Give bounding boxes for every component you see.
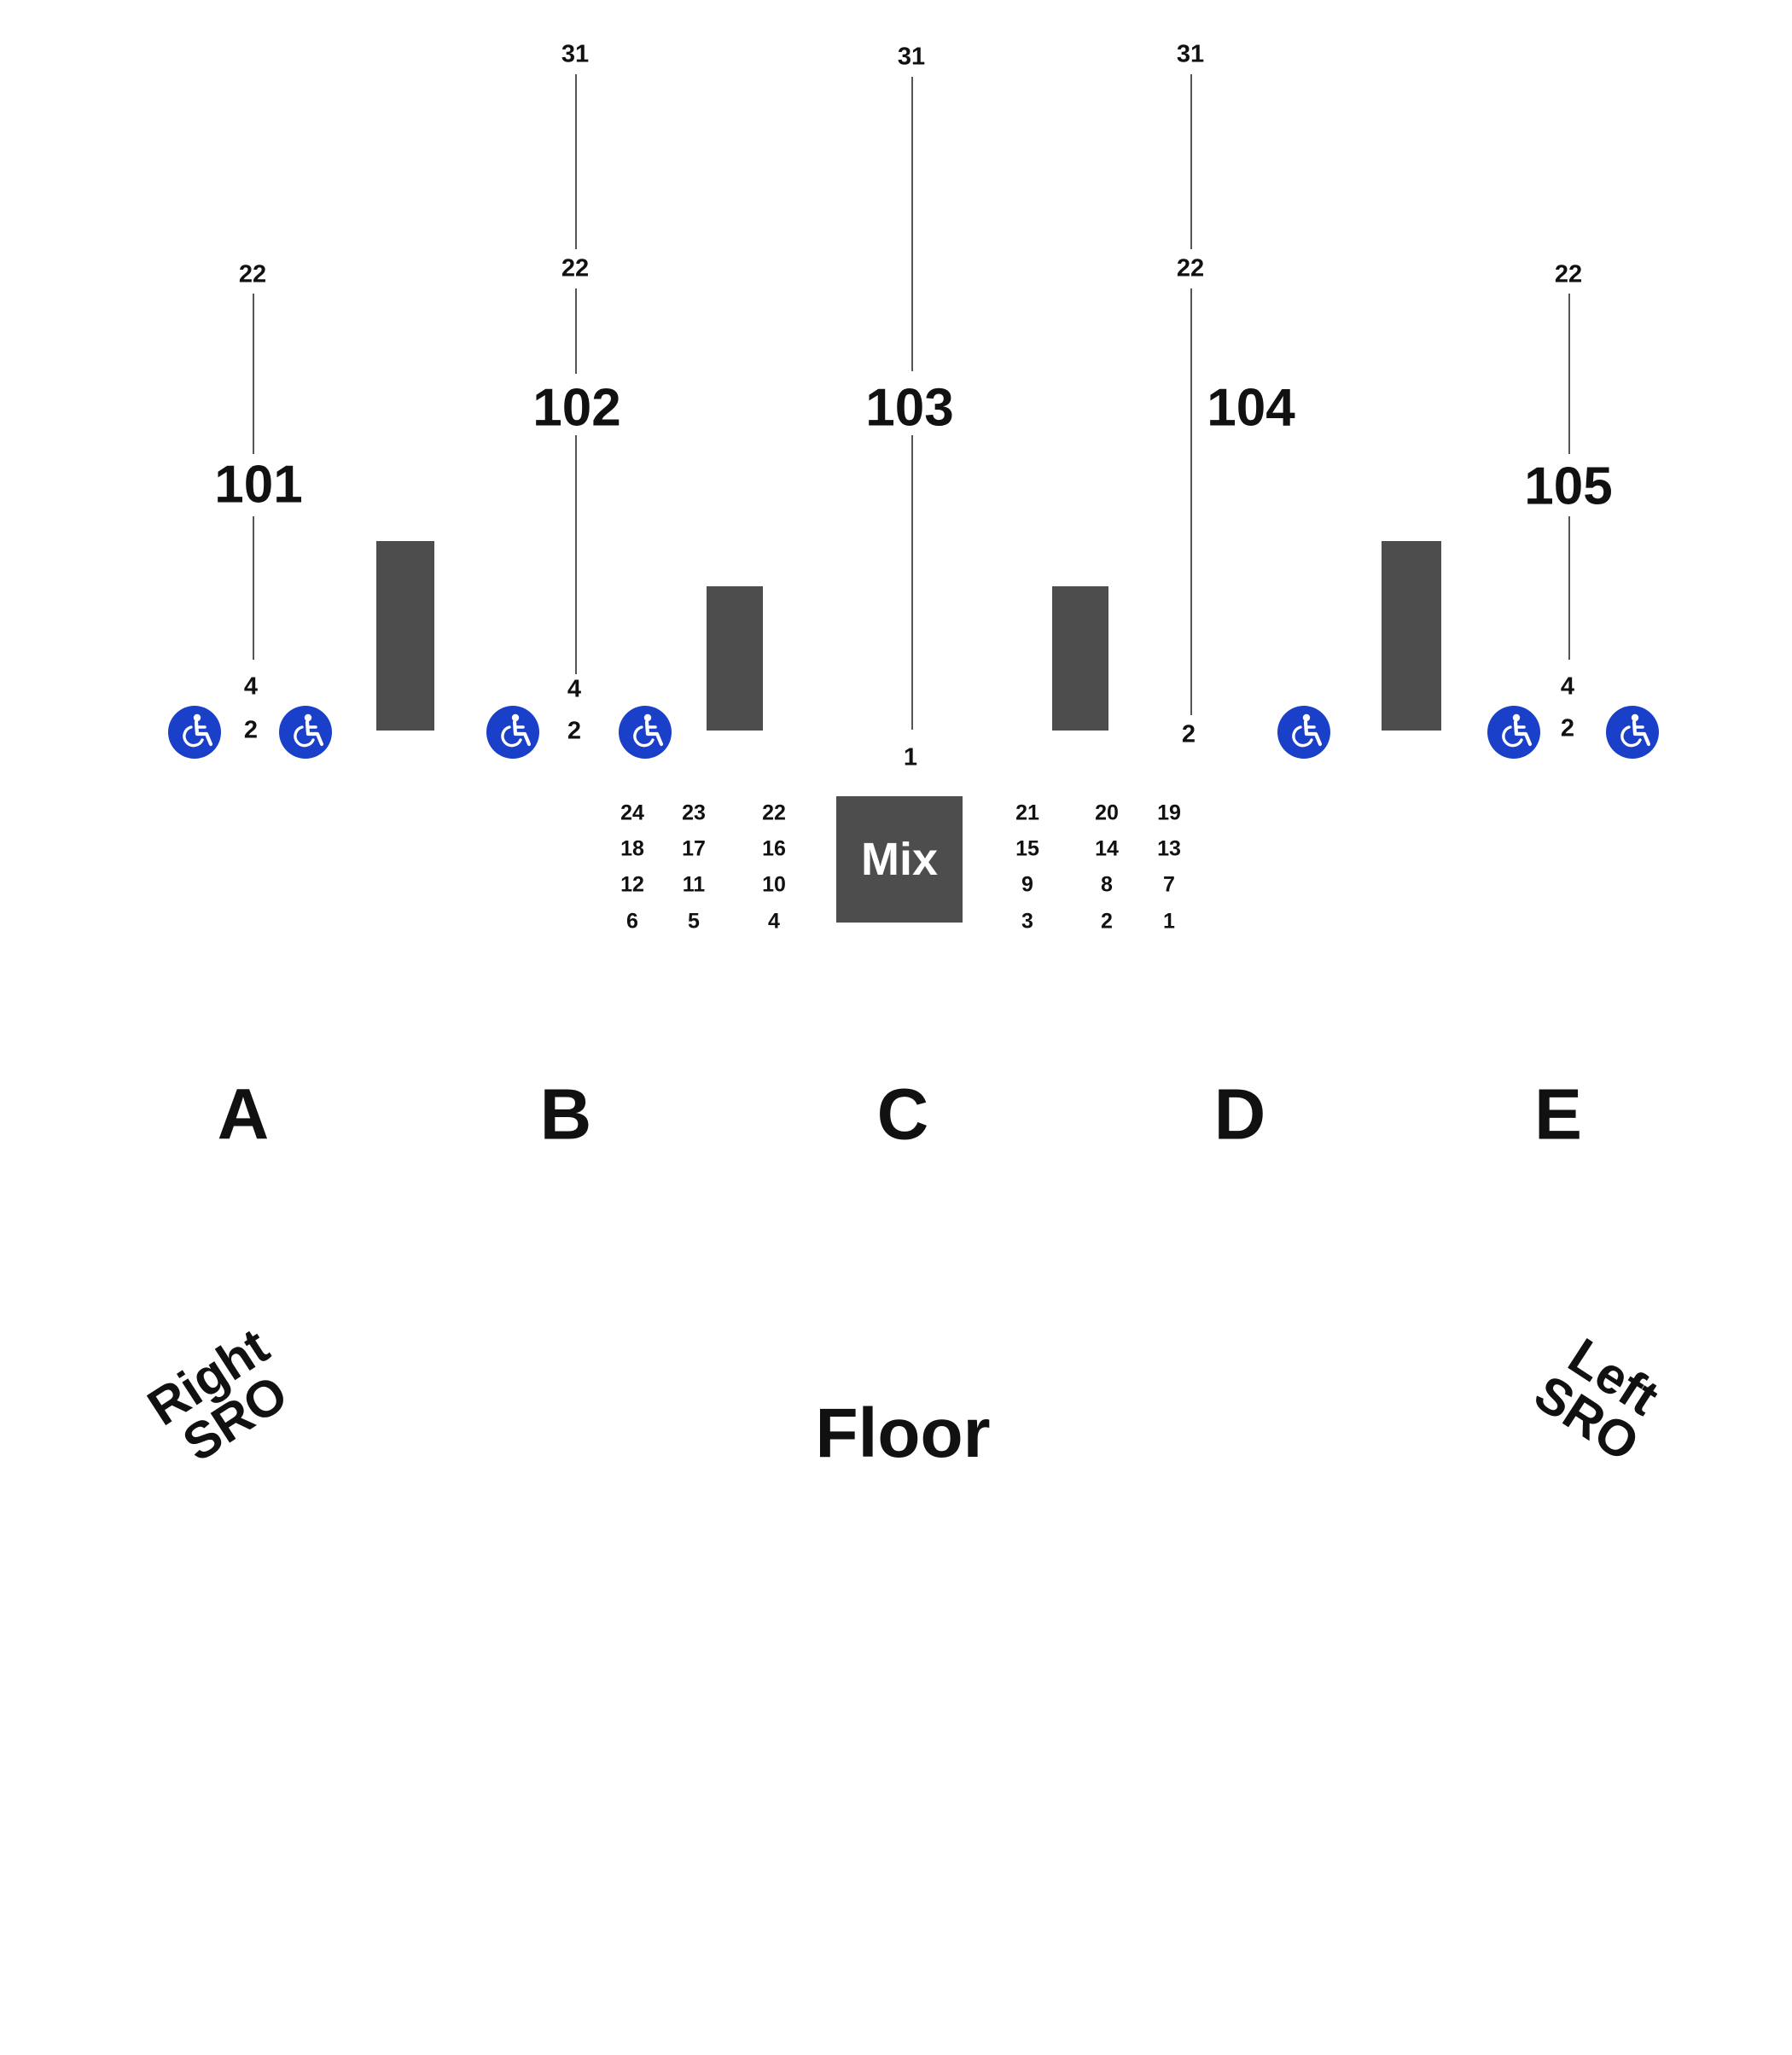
row-label-101-mid: 4 [243, 672, 259, 701]
wheelchair-accessible-icon[interactable] [619, 706, 672, 759]
row-line-105-lower [1568, 516, 1570, 660]
mix-left-seat-number: 16 [762, 836, 786, 861]
obstruction-block [1052, 586, 1108, 731]
mix-right-seat-number: 13 [1157, 836, 1181, 861]
row-label-102-mid: 22 [561, 254, 590, 282]
mix-right-seat-number: 20 [1095, 800, 1119, 825]
floor-section-a[interactable]: A [217, 1074, 270, 1155]
floor-label[interactable]: Floor [815, 1394, 991, 1472]
obstruction-block [376, 541, 434, 731]
row-line-102-mid [575, 288, 577, 374]
wheelchair-accessible-icon[interactable] [168, 706, 221, 759]
row-label-102-low4: 4 [567, 675, 582, 703]
obstruction-block [707, 586, 763, 731]
mix-right-seat-number: 8 [1101, 872, 1113, 897]
row-line-101 [253, 294, 254, 454]
wheelchair-accessible-icon[interactable] [279, 706, 332, 759]
wheelchair-accessible-icon[interactable] [1606, 706, 1659, 759]
row-label-105-mid: 4 [1560, 672, 1575, 701]
row-label-102-low: 2 [567, 717, 582, 745]
floor-section-e[interactable]: E [1533, 1074, 1583, 1155]
mix-left-seat-number: 11 [682, 872, 706, 897]
mix-left-seat-number: 22 [762, 800, 786, 825]
section-102[interactable]: 102 [532, 378, 621, 438]
mix-left-seat-number: 24 [620, 800, 644, 825]
section-104[interactable]: 104 [1207, 378, 1295, 438]
mix-right-seat-number: 14 [1095, 836, 1119, 861]
row-label-104-mid: 22 [1176, 254, 1205, 282]
row-label-102-top: 31 [561, 40, 590, 68]
mix-right-seat-number: 19 [1157, 800, 1181, 825]
row-line-104-low [1190, 288, 1192, 715]
mix-left-seat-number: 12 [620, 872, 644, 897]
row-line-103-low [911, 435, 913, 730]
mix-left-seat-number: 5 [688, 909, 700, 934]
left-sro-label[interactable]: Left SRO [1480, 1296, 1719, 1500]
floor-section-b[interactable]: B [539, 1074, 592, 1155]
mix-position[interactable]: Mix [836, 796, 963, 923]
row-line-101-lower [253, 516, 254, 660]
row-label-104-top: 31 [1176, 40, 1205, 68]
mix-right-seat-number: 2 [1101, 909, 1113, 934]
mix-left-seat-number: 10 [762, 872, 786, 897]
mix-left-seat-number: 6 [626, 909, 638, 934]
floor-section-d[interactable]: D [1213, 1074, 1266, 1155]
row-line-102-top [575, 74, 577, 249]
mix-left-seat-number: 4 [768, 909, 780, 934]
wheelchair-accessible-icon[interactable] [1487, 706, 1540, 759]
section-101[interactable]: 101 [214, 455, 303, 515]
mix-right-seat-number: 15 [1015, 836, 1039, 861]
right-sro-label[interactable]: Right SRO [102, 1296, 341, 1500]
mix-right-seat-number: 3 [1021, 909, 1033, 934]
mix-left-seat-number: 23 [682, 800, 706, 825]
floor-section-c[interactable]: C [876, 1074, 929, 1155]
mix-right-seat-number: 21 [1015, 800, 1039, 825]
row-label-103-low: 1 [903, 743, 918, 771]
obstruction-block [1382, 541, 1441, 731]
wheelchair-accessible-icon[interactable] [486, 706, 539, 759]
row-label-101-low: 2 [243, 716, 259, 744]
mix-right-seat-number: 1 [1163, 909, 1175, 934]
row-label-101-top: 22 [238, 260, 267, 288]
row-label-105-top: 22 [1554, 260, 1583, 288]
mix-right-seat-number: 9 [1021, 872, 1033, 897]
row-line-102-low [575, 435, 577, 674]
wheelchair-accessible-icon[interactable] [1277, 706, 1330, 759]
mix-left-seat-number: 17 [682, 836, 706, 861]
mix-left-seat-number: 18 [620, 836, 644, 861]
row-label-104-low: 2 [1181, 720, 1196, 748]
section-105[interactable]: 105 [1524, 457, 1613, 516]
row-line-103-top [911, 77, 913, 371]
section-103[interactable]: 103 [865, 378, 954, 438]
row-label-105-low: 2 [1560, 714, 1575, 742]
row-line-104-top [1190, 74, 1192, 249]
mix-label: Mix [860, 834, 939, 885]
mix-right-seat-number: 7 [1163, 872, 1175, 897]
row-line-105 [1568, 294, 1570, 454]
row-label-103-top: 31 [897, 43, 926, 71]
